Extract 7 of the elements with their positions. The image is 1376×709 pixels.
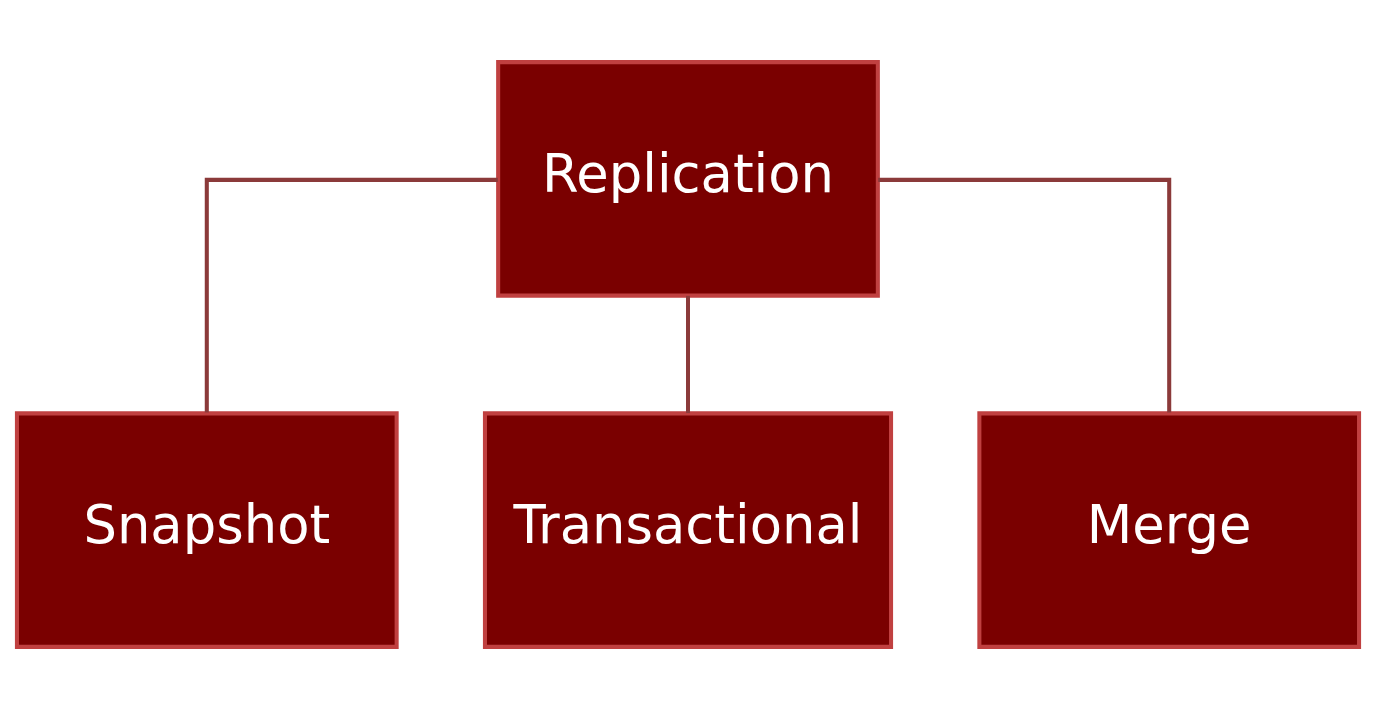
node-box: Merge <box>977 411 1362 649</box>
node-box: Snapshot <box>14 411 399 649</box>
node-box: Transactional <box>482 411 894 649</box>
node-box: Replication <box>496 60 880 298</box>
connector <box>204 177 498 413</box>
connector <box>878 177 1172 413</box>
connector <box>685 295 691 414</box>
